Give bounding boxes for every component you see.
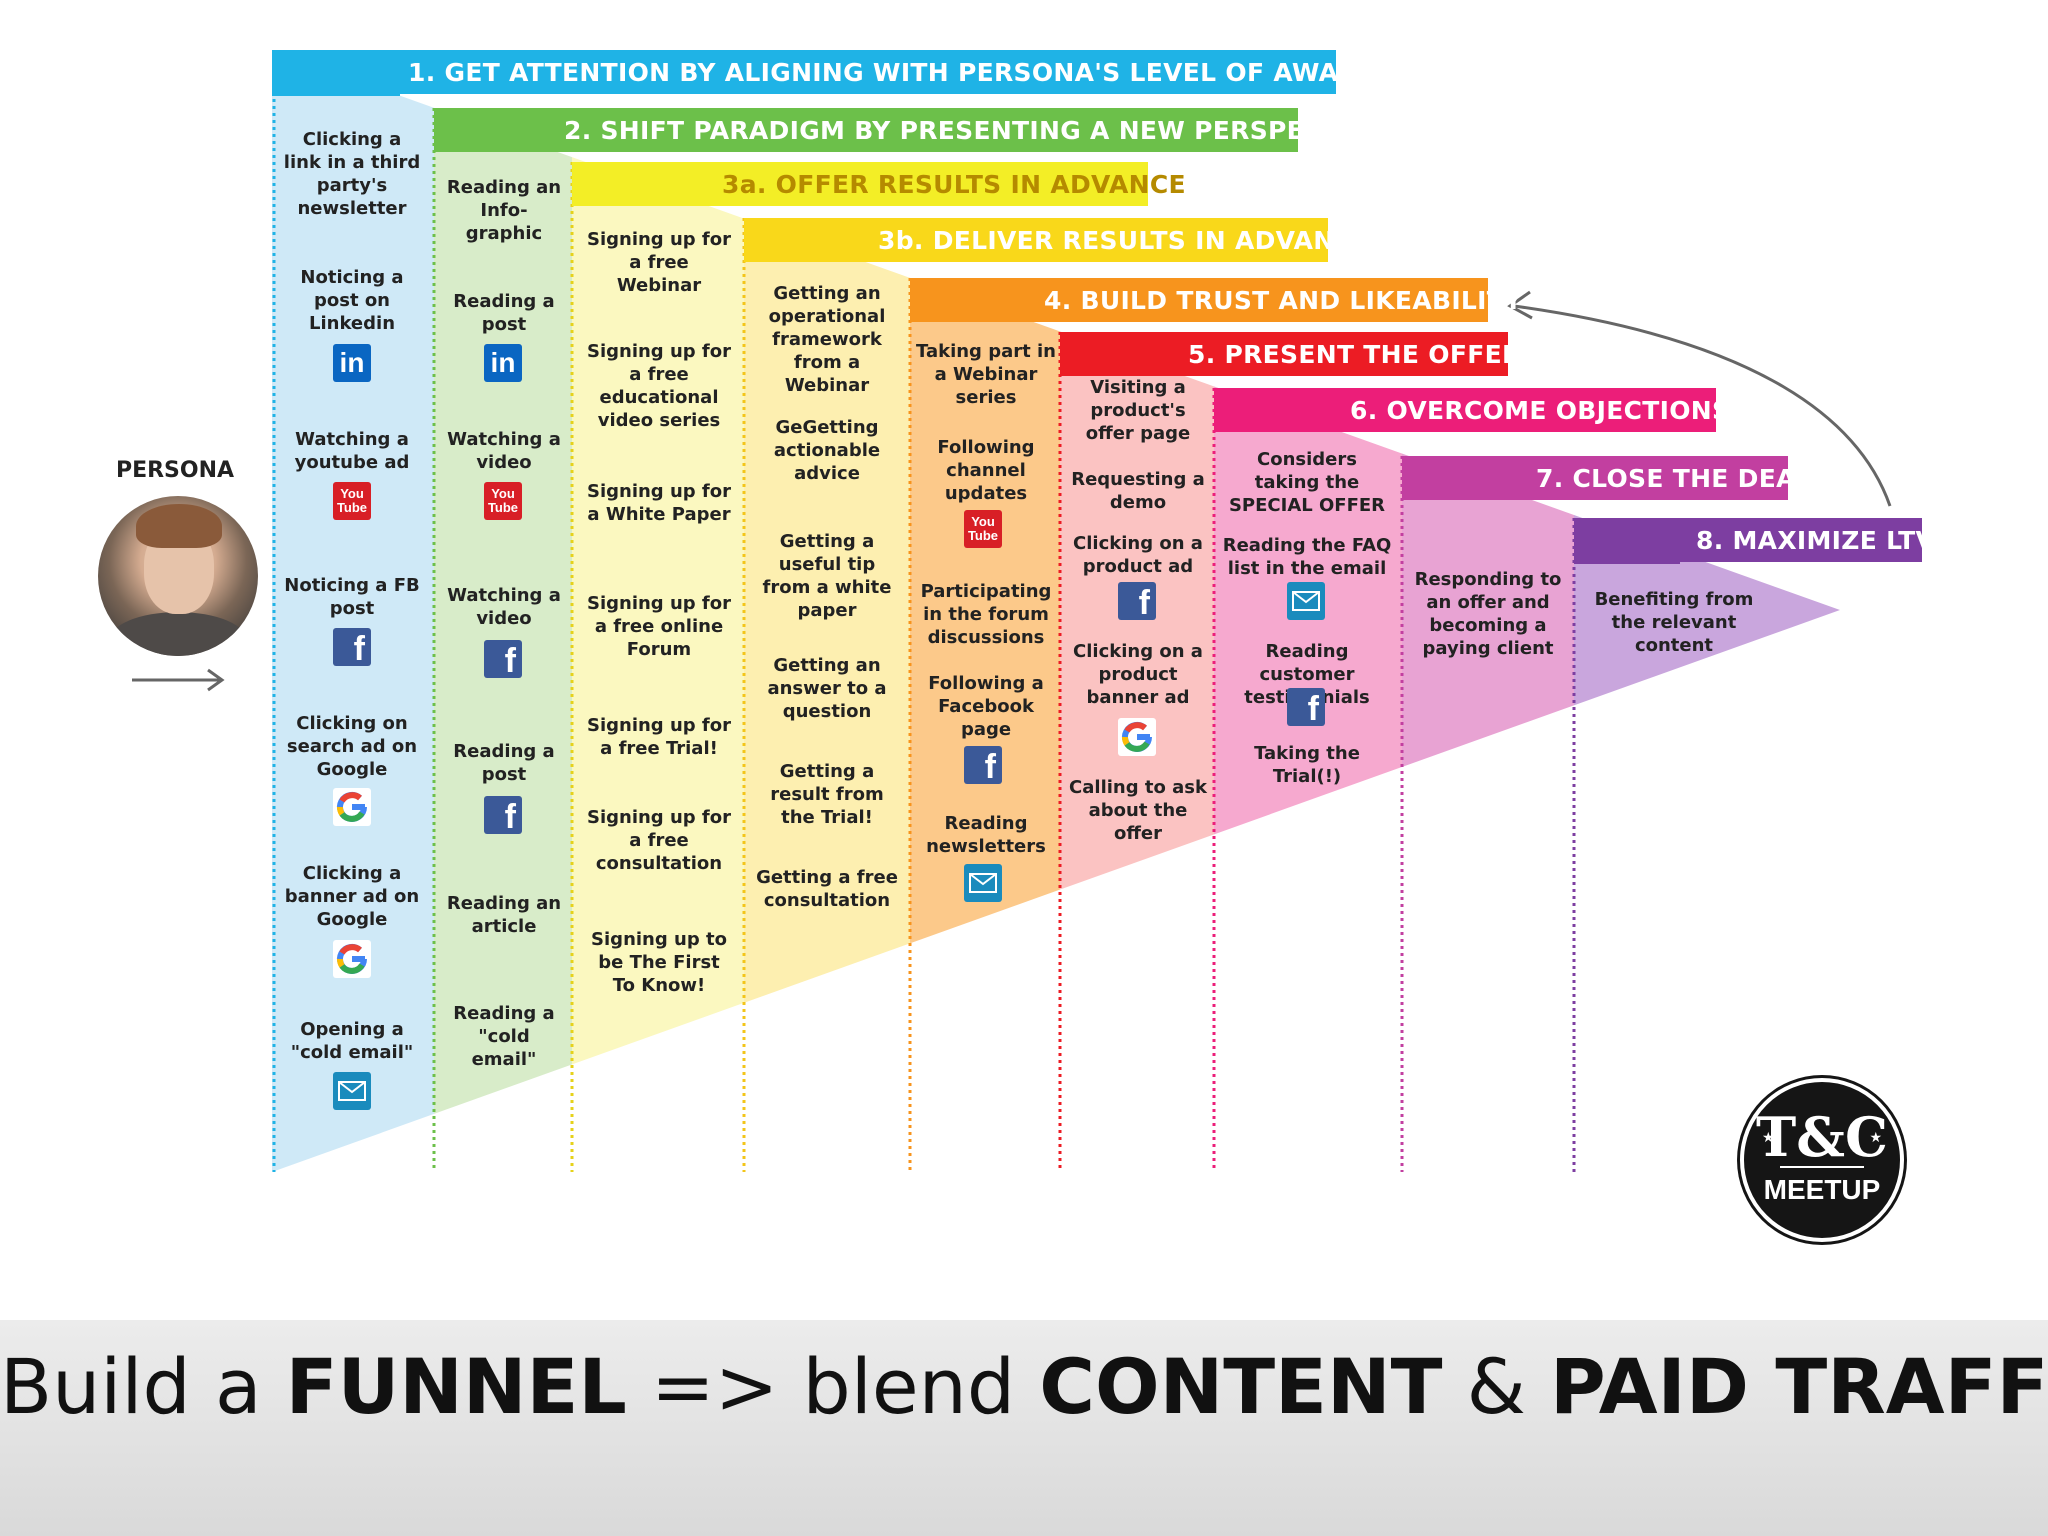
linkedin-icon: in	[333, 344, 371, 382]
facebook-icon: f	[964, 746, 1002, 784]
col1-item-4: Noticing a FB post	[284, 575, 420, 619]
stage-banner-4: 4. BUILD TRUST AND LIKEABILITY	[910, 278, 1522, 322]
facebook-icon: f	[484, 640, 522, 678]
col3-item-5: Signing up for a free Trial!	[586, 715, 731, 759]
stage-banner-3a: 3a. OFFER RESULTS IN ADVANCE	[572, 162, 1186, 206]
column-separators	[272, 50, 1576, 1172]
col5-item-3: Participating in the forum discussions	[920, 581, 1052, 648]
col4-item-6: Getting a free consultation	[756, 867, 898, 911]
facebook-icon: f	[333, 628, 371, 666]
stage-banner-1: 1. GET ATTENTION BY ALIGNING WITH PERSON…	[282, 50, 1449, 94]
mail-icon	[333, 1072, 371, 1110]
col2-item-7: Reading a "cold email"	[453, 1003, 555, 1070]
tc-meetup-logo: ★ ★ T&C MEETUP	[1740, 1078, 1904, 1242]
col4-item-3: Getting a useful tip from a white paper	[762, 531, 892, 621]
col5-item-1: Taking part in a Webinar series	[916, 341, 1056, 408]
facebook-icon: f	[484, 796, 522, 834]
col6-item-1: Visiting a product's offer page	[1085, 377, 1191, 444]
stage-banner-3b: 3b. DELIVER RESULTS IN ADVANCE	[744, 218, 1370, 262]
col5-item-4: Following a Facebook page	[928, 673, 1044, 740]
col2-item-3: Watching a video	[447, 429, 561, 473]
stage-banner-5: 5. PRESENT THE OFFER	[1060, 332, 1521, 376]
col3-item-1: Signing up for a free Webinar	[586, 229, 731, 296]
col1-item-2: Noticing a post on Linkedin	[300, 267, 404, 334]
band-stage-7	[1402, 50, 1574, 1172]
footer-band	[0, 1320, 2048, 1536]
col5-item-2: Following channel updates	[937, 437, 1035, 504]
col1-item-7: Opening a "cold email"	[290, 1019, 414, 1063]
col1-item-5: Clicking on search ad on Google	[286, 713, 418, 780]
col1-item-3: Watching a youtube ad	[294, 429, 410, 473]
col6-item-4: Clicking on a product banner ad	[1073, 641, 1203, 708]
stage-banner-7: 7. CLOSE THE DEAL	[1402, 456, 1812, 500]
col4-item-2: GeGetting actionable advice	[773, 417, 881, 484]
col6-item-3: Clicking on a product ad	[1073, 533, 1203, 577]
funnel-diagram: 1. GET ATTENTION BY ALIGNING WITH PERSON…	[98, 50, 1935, 1242]
col2-item-5: Reading a post	[453, 741, 555, 785]
google-icon	[333, 788, 371, 826]
col7-item-4: Taking the Trial(!)	[1254, 743, 1360, 787]
google-icon	[333, 940, 371, 978]
persona-avatar	[98, 496, 258, 656]
col7-item-2: Reading the FAQ list in the email	[1222, 535, 1392, 579]
stage-banner-8: 8. MAXIMIZE LTV	[1574, 518, 1935, 562]
col7-item-1: Considers taking the SPECIAL OFFER	[1228, 449, 1386, 516]
facebook-icon: f	[1118, 582, 1156, 620]
col6-item-2: Requesting a demo	[1071, 469, 1205, 513]
band-stage-3a	[572, 50, 744, 1172]
loop-back-arrow	[1513, 304, 1892, 507]
stage-banner-6: 6. OVERCOME OBJECTIONS	[1214, 388, 1730, 432]
band-stage-2	[434, 50, 572, 1172]
stage-banner-2: 2. SHIFT PARADIGM BY PRESENTING A NEW PE…	[434, 108, 1386, 152]
footer-title: Build a FUNNEL => blend CONTENT & PAID T…	[0, 1342, 2048, 1431]
col1-item-1: Clicking a link in a third party's newsl…	[283, 129, 421, 219]
logo-bottom-text: MEETUP	[1763, 1174, 1881, 1205]
col1-item-6: Clicking a banner ad on Google	[284, 863, 420, 930]
col3-item-2: Signing up for a free educational video …	[586, 341, 731, 431]
col3-item-6: Signing up for a free consultation	[586, 807, 731, 874]
loop-back-arrowhead	[1507, 290, 1533, 320]
mail-icon	[1287, 582, 1325, 620]
col2-item-1: Reading an Info-graphic	[446, 177, 562, 244]
col9-item-1: Benefiting from the relevant content	[1594, 589, 1754, 656]
col3-item-4: Signing up for a free online Forum	[586, 593, 731, 660]
col2-item-4: Watching a video	[447, 585, 561, 629]
persona-arrow-icon	[132, 668, 225, 692]
facebook-icon: f	[1287, 688, 1325, 726]
persona-label: PERSONA	[115, 458, 235, 483]
col2-item-2: Reading a post	[453, 291, 555, 335]
col5-item-5: Reading newsletters	[926, 813, 1046, 857]
band-stage-1	[272, 50, 434, 1172]
col2-item-6: Reading an article	[446, 893, 562, 937]
logo-top-text: T&C	[1756, 1105, 1888, 1169]
col4-item-4: Getting an answer to a question	[767, 655, 887, 722]
col4-item-5: Getting a result from the Trial!	[770, 761, 884, 828]
col4-item-1: Getting an operational framework from a …	[768, 283, 886, 396]
col8-item-1: Responding to an offer and becoming a pa…	[1414, 569, 1562, 659]
linkedin-icon: in	[484, 344, 522, 382]
mail-icon	[964, 864, 1002, 902]
google-icon	[1118, 718, 1156, 756]
col6-item-5: Calling to ask about the offer	[1069, 777, 1207, 844]
col3-item-7: Signing up to be The First To Know!	[591, 929, 727, 996]
col3-item-3: Signing up for a White Paper	[586, 481, 731, 525]
